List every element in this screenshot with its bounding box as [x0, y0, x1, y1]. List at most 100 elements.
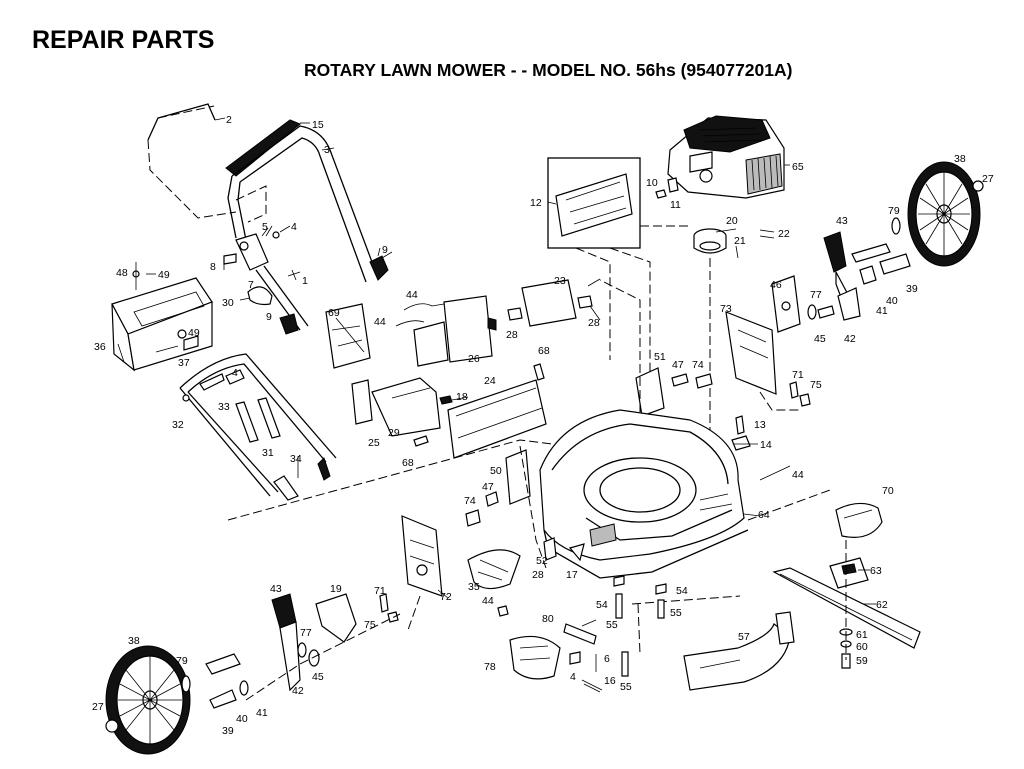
- callout-42: 42: [844, 333, 856, 345]
- callout-11: 11: [670, 199, 681, 211]
- callout-77: 77: [810, 289, 822, 301]
- callout-32: 32: [172, 419, 184, 431]
- callout-9: 9: [266, 311, 272, 323]
- callout-44: 44: [374, 316, 386, 328]
- callout-68: 68: [538, 345, 550, 357]
- callout-15: 15: [312, 119, 324, 131]
- callout-37: 37: [178, 357, 190, 369]
- callout-27: 27: [982, 173, 994, 185]
- callout-52: 52: [536, 555, 548, 567]
- callout-41: 41: [256, 707, 268, 719]
- callout-45: 45: [312, 671, 324, 683]
- callout-3: 3: [324, 144, 330, 156]
- callout-45: 45: [814, 333, 826, 345]
- callout-51: 51: [654, 351, 666, 363]
- callout-4: 4: [291, 221, 297, 233]
- callout-75: 75: [810, 379, 822, 391]
- callout-74: 74: [692, 359, 704, 371]
- callout-54: 54: [676, 585, 688, 597]
- callout-26: 26: [468, 353, 480, 365]
- callout-28: 28: [506, 329, 518, 341]
- callout-38: 38: [128, 635, 140, 647]
- callout-61: 61: [856, 629, 868, 641]
- callout-19: 19: [330, 583, 342, 595]
- callout-34: 34: [290, 453, 302, 465]
- callout-75: 75: [364, 619, 376, 631]
- callout-36: 36: [94, 341, 106, 353]
- callout-30: 30: [222, 297, 234, 309]
- callout-60: 60: [856, 641, 868, 653]
- callout-16: 16: [604, 675, 616, 687]
- callout-50: 50: [490, 465, 502, 477]
- callout-78: 78: [484, 661, 496, 673]
- callout-5: 5: [262, 221, 268, 233]
- callout-64: 64: [758, 509, 770, 521]
- center-upper-parts: [325, 279, 593, 459]
- callout-18: 18: [456, 391, 468, 403]
- callout-labels: 2 15 3 4 5 8 7 1 9 30 9 48 49 49 36 37 4…: [92, 114, 994, 737]
- callout-21: 21: [734, 235, 746, 247]
- callout-73: 73: [720, 303, 732, 315]
- callout-25: 25: [368, 437, 380, 449]
- callout-2: 2: [226, 114, 232, 126]
- callout-4: 4: [570, 671, 576, 683]
- callout-41: 41: [876, 305, 888, 317]
- callout-47: 47: [482, 481, 494, 493]
- rear-right-wheel: [635, 161, 984, 451]
- callout-71: 71: [374, 585, 386, 597]
- callout-38: 38: [954, 153, 966, 165]
- callout-8: 8: [210, 261, 216, 273]
- rear-left-wheel-assembly: [105, 593, 401, 755]
- callout-40: 40: [886, 295, 898, 307]
- callout-20: 20: [726, 215, 738, 227]
- callout-54: 54: [596, 599, 608, 611]
- engine: [640, 115, 790, 440]
- callout-35: 35: [468, 581, 480, 593]
- callout-4: 4: [232, 367, 238, 379]
- callout-69: 69: [328, 307, 340, 319]
- mower-deck: [227, 279, 749, 579]
- callout-46: 46: [770, 279, 782, 291]
- callout-80: 80: [542, 613, 554, 625]
- callout-68: 68: [402, 457, 414, 469]
- callout-43: 43: [270, 583, 282, 595]
- page-subtitle: ROTARY LAWN MOWER - - MODEL NO. 56hs (95…: [304, 60, 793, 80]
- callout-23: 23: [554, 275, 566, 287]
- callout-74: 74: [464, 495, 476, 507]
- callout-43: 43: [836, 215, 848, 227]
- callout-28: 28: [532, 569, 544, 581]
- callout-55: 55: [620, 681, 632, 693]
- callout-65: 65: [792, 161, 804, 173]
- callout-1: 1: [302, 275, 308, 287]
- lower-handle: [179, 353, 337, 501]
- callout-7: 7: [248, 279, 254, 291]
- callout-48: 48: [116, 267, 128, 279]
- bottom-center-parts: [509, 623, 603, 693]
- callout-42: 42: [292, 685, 304, 697]
- upper-handle-assembly: [147, 103, 389, 335]
- callout-10: 10: [646, 177, 658, 189]
- leader-lines: [146, 201, 876, 627]
- callout-39: 39: [222, 725, 234, 737]
- callout-49: 49: [188, 327, 200, 339]
- callout-13: 13: [754, 419, 766, 431]
- callout-40: 40: [236, 713, 248, 725]
- callout-28: 28: [588, 317, 600, 329]
- callout-79: 79: [176, 655, 188, 667]
- callout-22: 22: [778, 228, 790, 240]
- lower-center-parts: [401, 515, 521, 631]
- callout-12: 12: [530, 197, 542, 209]
- callout-63: 63: [870, 565, 882, 577]
- callout-62: 62: [876, 599, 888, 611]
- callout-59: 59: [856, 655, 868, 667]
- callout-29: 29: [388, 427, 400, 439]
- callout-6: 6: [604, 653, 610, 665]
- chute-box-12: [547, 157, 651, 400]
- callout-47: 47: [672, 359, 684, 371]
- callout-39: 39: [906, 283, 918, 295]
- callout-49: 49: [158, 269, 170, 281]
- callout-55: 55: [670, 607, 682, 619]
- callout-72: 72: [440, 591, 452, 603]
- grass-bag-frame: [111, 262, 213, 372]
